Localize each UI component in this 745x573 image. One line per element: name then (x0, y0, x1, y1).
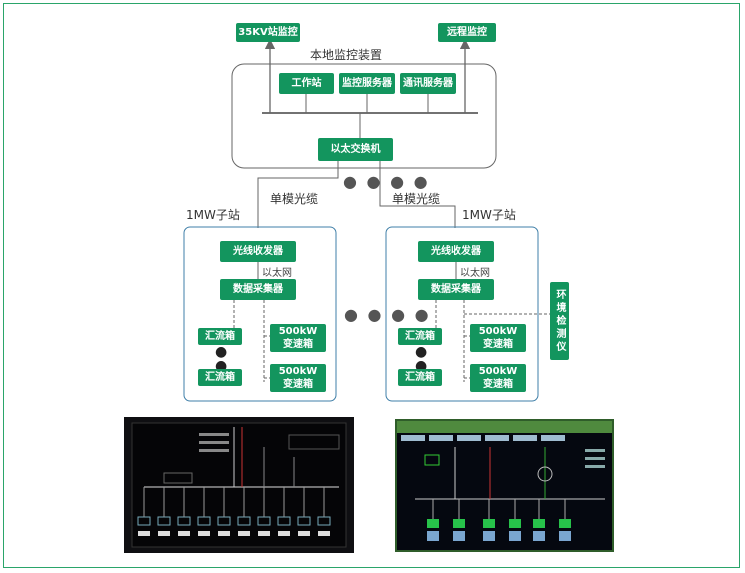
monitor-server-box: 监控服务器 (339, 73, 395, 94)
left-transformer-top: 500kW 变速箱 (270, 324, 326, 352)
right-transformer-bottom: 500kW 变速箱 (470, 364, 526, 392)
right-combiner-bottom: 汇流箱 (398, 369, 442, 386)
left-collector-box: 数据采集器 (220, 279, 296, 300)
ellipsis-middle: ● ● ● ● (344, 305, 431, 324)
singlemode-label-right: 单模光缆 (392, 192, 441, 206)
right-transceiver-box: 光线收发器 (418, 241, 494, 262)
local-monitor-enclosure (231, 63, 497, 169)
right-collector-box: 数据采集器 (418, 279, 494, 300)
comm-server-box: 通讯服务器 (400, 73, 456, 94)
left-ethernet-label: 以太网 (262, 268, 292, 279)
right-transformer-top: 500kW 变速箱 (470, 324, 526, 352)
local-monitor-label: 本地监控装置 (310, 48, 383, 62)
right-vertical-dots: ●● (415, 344, 428, 374)
left-combiner-top: 汇流箱 (198, 328, 242, 345)
scada-photo-right-drawing (395, 419, 614, 552)
ellipsis-top: ● ● ● ● (343, 172, 430, 191)
diagram-frame (3, 3, 740, 568)
substation-left-title: 1MW子站 (186, 208, 240, 222)
left-combiner-bottom: 汇流箱 (198, 369, 242, 386)
right-ethernet-label: 以太网 (460, 268, 490, 279)
scada-photo-left-drawing (124, 417, 354, 553)
left-vertical-dots: ●● (215, 344, 228, 374)
substation-right-enclosure (385, 226, 539, 402)
scada-photo-right (395, 419, 614, 552)
left-transformer-bottom: 500kW 变速箱 (270, 364, 326, 392)
workstation-box: 工作站 (279, 73, 334, 94)
remote-monitor-box: 远程监控 (438, 23, 496, 42)
singlemode-label-left: 单模光缆 (270, 192, 319, 206)
ethernet-switch-box: 以太交换机 (318, 138, 393, 161)
left-transceiver-box: 光线收发器 (220, 241, 296, 262)
substation-right-title: 1MW子站 (462, 208, 516, 222)
substation-left-enclosure (183, 226, 337, 402)
kv35-monitor-box: 35KV站监控 (236, 23, 300, 42)
scada-photo-left (124, 417, 354, 553)
env-monitor-box: 环境检测仪 (550, 282, 569, 360)
right-combiner-top: 汇流箱 (398, 328, 442, 345)
